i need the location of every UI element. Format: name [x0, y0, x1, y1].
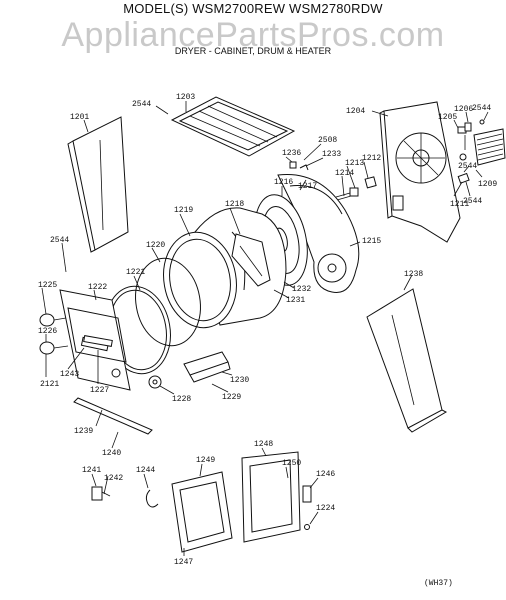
label-1239[interactable]: 1239	[74, 427, 93, 436]
label-1220[interactable]: 1220	[146, 241, 165, 250]
label-1219[interactable]: 1219	[174, 206, 193, 215]
label-1236[interactable]: 1236	[282, 149, 301, 158]
diagram-code: (WH37)	[424, 579, 453, 588]
part-1225-1226-hinges	[39, 313, 69, 355]
part-1238-right-panel	[366, 288, 448, 433]
label-1229[interactable]: 1229	[222, 393, 241, 402]
label-2544[interactable]: 2544	[472, 104, 491, 113]
label-1232[interactable]: 1232	[292, 285, 311, 294]
label-1231[interactable]: 1231	[286, 296, 305, 305]
label-1249[interactable]: 1249	[196, 456, 215, 465]
label-1248[interactable]: 1248	[254, 440, 273, 449]
part-1209-vent-grille	[473, 128, 506, 166]
label-1238[interactable]: 1238	[404, 270, 423, 279]
label-1233[interactable]: 1233	[322, 150, 341, 159]
part-labels: 2544 1203 1201 1204 1205 1206 2544 2508 …	[38, 93, 497, 567]
label-1214[interactable]: 1214	[335, 169, 354, 178]
part-1212-1214-thermostats	[335, 176, 377, 201]
label-1246[interactable]: 1246	[316, 470, 335, 479]
label-2508[interactable]: 2508	[318, 136, 337, 145]
part-1244-spring	[145, 489, 159, 508]
part-1205-1206-clips	[457, 119, 485, 184]
label-1241[interactable]: 1241	[82, 466, 101, 475]
label-1243[interactable]: 1243	[60, 370, 79, 379]
part-1215-heater-duct	[277, 173, 360, 294]
label-1242[interactable]: 1242	[104, 474, 123, 483]
label-1244[interactable]: 1244	[136, 466, 155, 475]
label-1201[interactable]: 1201	[70, 113, 89, 122]
part-1204-rear-panel	[379, 101, 461, 243]
label-1206[interactable]: 1206	[454, 105, 473, 114]
part-1246-door-catch	[302, 485, 312, 530]
part-1236-1233-hardware	[289, 161, 309, 171]
part-1203-top-panel	[170, 96, 296, 157]
label-1213[interactable]: 1213	[345, 159, 364, 168]
label-1247[interactable]: 1247	[174, 558, 193, 567]
label-1211[interactable]: 1211	[450, 200, 469, 209]
label-1218[interactable]: 1218	[225, 200, 244, 209]
label-1215[interactable]: 1215	[362, 237, 381, 246]
label-1212[interactable]: 1212	[362, 154, 381, 163]
label-1217[interactable]: 1217	[298, 182, 317, 191]
label-1224[interactable]: 1224	[316, 504, 335, 513]
label-1250[interactable]: 1250	[282, 459, 301, 468]
part-1227-lint-filter	[83, 335, 113, 347]
label-2544[interactable]: 2544	[50, 236, 69, 245]
part-1201-left-panel	[67, 116, 129, 253]
label-1225[interactable]: 1225	[38, 281, 57, 290]
diagram-subtitle: DRYER - CABINET, DRUM & HEATER	[174, 46, 332, 56]
label-1209[interactable]: 1209	[478, 180, 497, 189]
label-1221[interactable]: 1221	[126, 268, 145, 277]
part-1241-door-latch	[91, 486, 111, 501]
label-1216[interactable]: 1216	[274, 178, 293, 187]
label-2121[interactable]: 2121	[40, 380, 59, 389]
label-1204[interactable]: 1204	[346, 107, 365, 116]
part-1249-inner-door	[171, 471, 233, 553]
label-1228[interactable]: 1228	[172, 395, 191, 404]
part-1230-control-bar	[183, 351, 231, 383]
label-1227[interactable]: 1227	[90, 386, 109, 395]
part-1218-drum-baffle	[231, 233, 271, 287]
label-1205[interactable]: 1205	[438, 113, 457, 122]
part-1219-drum	[163, 207, 287, 329]
label-2544[interactable]: 2544	[132, 100, 151, 109]
label-2544[interactable]: 2544	[458, 162, 477, 171]
part-1220-drum-seal	[135, 257, 201, 347]
label-1222[interactable]: 1222	[88, 283, 107, 292]
label-2544[interactable]: 2544	[463, 197, 482, 206]
part-1248-outer-door	[241, 451, 301, 543]
leader-lines	[41, 101, 489, 556]
part-1228-knob	[148, 375, 162, 389]
part-1239-toe-kick	[73, 397, 153, 435]
label-1226[interactable]: 1226	[38, 327, 57, 336]
label-1203[interactable]: 1203	[176, 93, 195, 102]
model-line: MODEL(S) WSM2700REW WSM2780RDW	[123, 1, 383, 16]
label-1230[interactable]: 1230	[230, 376, 249, 385]
label-1240[interactable]: 1240	[102, 449, 121, 458]
watermark: AppliancePartsPros.com	[61, 16, 445, 54]
